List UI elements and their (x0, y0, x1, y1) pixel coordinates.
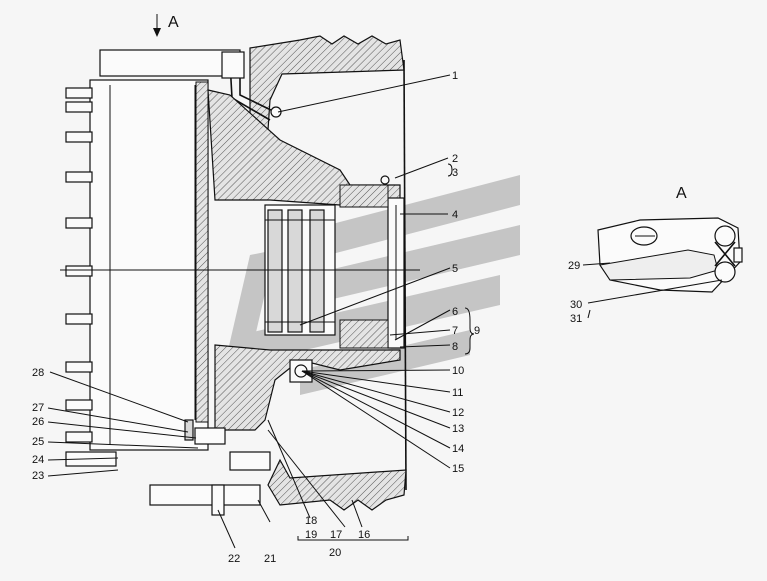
callout-29: 29 (568, 260, 580, 272)
callout-3: 3 (452, 167, 458, 179)
callout-15: 15 (452, 463, 464, 475)
view-marker: А (168, 14, 179, 31)
callout-5: 5 (452, 263, 458, 275)
callout-30: 30 (570, 299, 582, 311)
callout-9: 9 (474, 325, 480, 337)
callout-28: 28 (32, 367, 44, 379)
view-arrow-icon (153, 14, 161, 37)
callout-23: 23 (32, 470, 44, 482)
callout-13: 13 (452, 423, 464, 435)
callout-10: 10 (452, 365, 464, 377)
stud-bolts (65, 87, 117, 467)
brace-20 (297, 536, 409, 541)
callout-27: 27 (32, 402, 44, 414)
hub-casting (207, 89, 401, 206)
callout-31: 31 (570, 313, 582, 325)
leader-lines (47, 74, 723, 549)
outer-drum-lower (267, 458, 407, 511)
callout-16: 16 (358, 529, 370, 541)
lower-bolts (149, 419, 271, 516)
callout-11: 11 (452, 387, 463, 399)
callout-17: 17 (330, 529, 342, 541)
callout-24: 24 (32, 454, 44, 466)
piston-ring (339, 175, 405, 349)
drum-outer-edge (403, 59, 407, 491)
detail-view-a (597, 217, 743, 293)
callout-20: 20 (329, 547, 341, 559)
callout-25: 25 (32, 436, 44, 448)
callout-4: 4 (452, 209, 458, 221)
callout-14: 14 (452, 443, 464, 455)
callout-21: 21 (264, 553, 276, 565)
callout-26: 26 (32, 416, 44, 428)
callout-labels: 1 2 3 4 5 6 7 9 8 10 11 12 13 14 15 16 1… (32, 70, 582, 565)
callout-19: 19 (305, 529, 317, 541)
callout-2: 2 (452, 153, 458, 165)
callout-6: 6 (452, 306, 458, 318)
callout-18: 18 (305, 515, 317, 527)
valve-fitting (289, 359, 313, 383)
top-plate (99, 49, 241, 77)
brace-2-3 (447, 163, 453, 177)
callout-8: 8 (452, 341, 458, 353)
callout-22: 22 (228, 553, 240, 565)
callout-7: 7 (452, 325, 458, 337)
callout-1: 1 (452, 70, 458, 82)
hub-casting-lower (214, 344, 401, 431)
left-housing (65, 79, 209, 467)
callout-12: 12 (452, 407, 464, 419)
brace-9 (464, 307, 475, 355)
detail-title: А (676, 185, 687, 202)
oil-pipe (221, 51, 282, 121)
